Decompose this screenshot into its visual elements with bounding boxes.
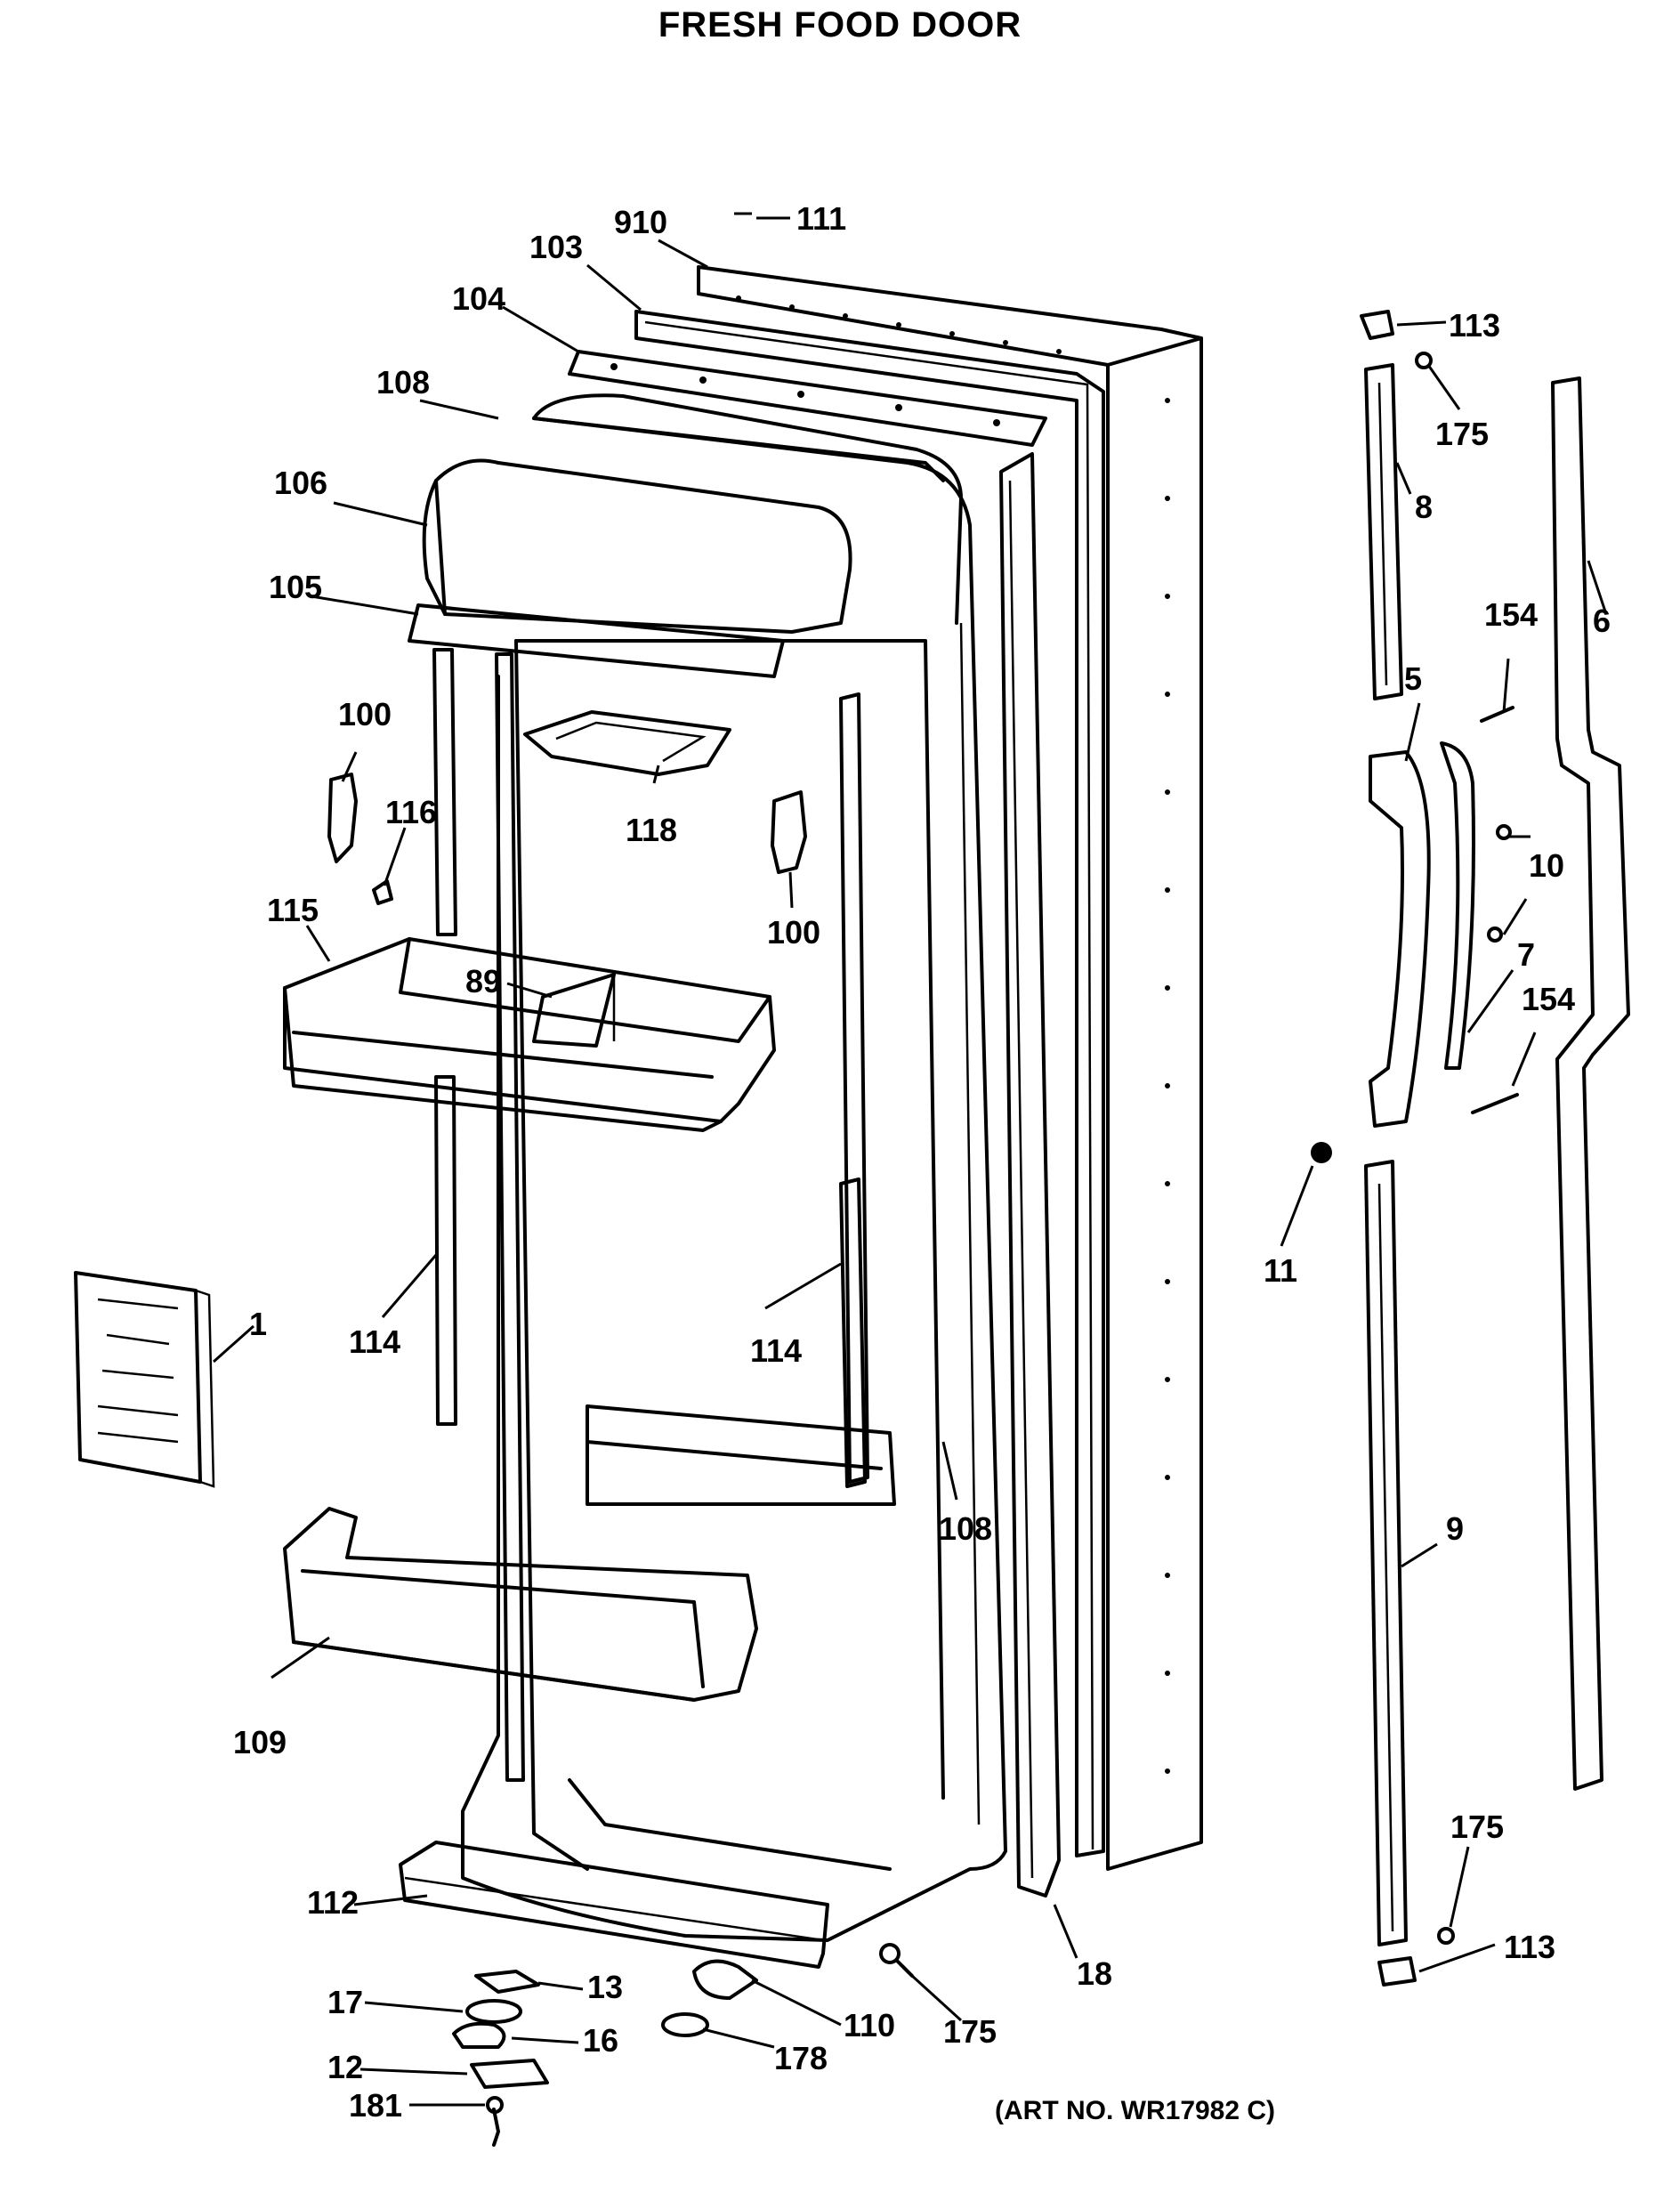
label-114-left: 114 (349, 1323, 400, 1360)
label-11: 11 (1264, 1252, 1297, 1289)
label-178: 178 (774, 2040, 828, 2076)
lower-door-bin (283, 1507, 758, 1702)
label-9: 9 (1446, 1510, 1464, 1547)
label-112: 112 (307, 1884, 359, 1921)
shelf-clip-left (327, 773, 393, 905)
shelf-clip-right (771, 790, 807, 874)
label-113-top: 113 (1449, 307, 1500, 344)
label-105: 105 (269, 569, 322, 605)
label-106: 106 (274, 465, 327, 501)
breaker-strip (999, 452, 1061, 1898)
label-116: 116 (385, 794, 437, 830)
label-17: 17 (327, 1984, 363, 2020)
label-114-right: 114 (750, 1332, 802, 1369)
label-12: 12 (327, 2049, 363, 2085)
door-handle (1369, 706, 1519, 1128)
label-113-bottom: 113 (1504, 1929, 1555, 1965)
label-115: 115 (267, 892, 319, 928)
label-118: 118 (626, 812, 677, 848)
label-18: 18 (1077, 1955, 1112, 1992)
door-gasket (634, 310, 1105, 1857)
bottom-trim (399, 1841, 829, 1969)
long-trim-6 (1551, 376, 1630, 1791)
diagram-title: FRESH FOOD DOOR (658, 5, 1022, 45)
label-175-top: 175 (1435, 416, 1489, 452)
art-number: (ART NO. WR17982 C) (995, 2096, 1276, 2125)
label-910: 910 (614, 204, 667, 240)
upper-door-bin (283, 937, 776, 1132)
label-1: 1 (249, 1306, 267, 1342)
label-7: 7 (1517, 936, 1535, 973)
shelf-supports (432, 648, 869, 1782)
dairy-compartment (408, 393, 963, 678)
label-16: 16 (583, 2022, 618, 2059)
label-104: 104 (452, 280, 505, 317)
label-154-top: 154 (1484, 596, 1538, 633)
handle-endcap-bottom (1377, 1927, 1455, 1987)
label-108-bottom: 108 (939, 1510, 992, 1547)
label-10: 10 (1529, 847, 1564, 884)
leader-lines (213, 212, 1608, 2107)
handle-endcap-top (1360, 310, 1433, 369)
handle-mount-bottom (1364, 1160, 1408, 1946)
handle-cap-11 (1311, 1142, 1332, 1163)
literature-booklet (74, 1271, 215, 1488)
part-labels: 910 111 103 104 108 106 105 100 116 118 … (233, 200, 1611, 2124)
label-154-bottom: 154 (1522, 981, 1575, 1017)
outer-door-panel (697, 265, 1203, 1871)
label-108-top: 108 (376, 364, 430, 401)
label-89: 89 (465, 963, 501, 999)
label-13: 13 (587, 1969, 623, 2005)
label-109: 109 (233, 1724, 287, 1760)
top-trim (568, 350, 1047, 447)
hinge-cover (661, 1943, 914, 2037)
handle-mount-top (1364, 363, 1403, 700)
egg-tray (523, 710, 731, 776)
label-111: 111 (796, 200, 846, 237)
label-110: 110 (844, 2007, 895, 2043)
label-175-right: 175 (1450, 1809, 1504, 1845)
label-5: 5 (1404, 660, 1422, 697)
label-8: 8 (1415, 489, 1433, 525)
label-103: 103 (529, 229, 583, 265)
hinge-parts (452, 1970, 549, 2147)
label-100-right: 100 (767, 914, 820, 951)
inner-door-liner (461, 417, 1007, 1942)
label-6: 6 (1593, 603, 1611, 639)
label-181: 181 (349, 2087, 402, 2124)
label-175-bottom: 175 (943, 2013, 997, 2050)
label-100-left: 100 (338, 696, 392, 732)
